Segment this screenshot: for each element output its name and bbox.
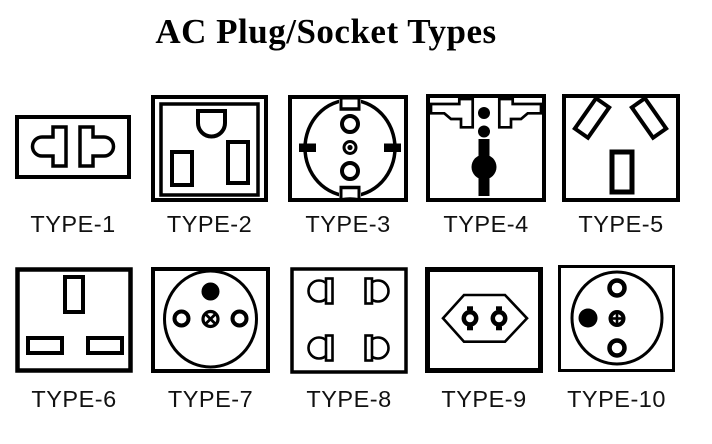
socket-tile-type-8 <box>290 267 408 374</box>
universal-multi-pin-socket-icon <box>426 94 546 202</box>
socket-tile-type-2 <box>151 95 268 202</box>
australian-three-slot-socket-icon <box>562 94 680 202</box>
socket-tile-type-4 <box>426 94 546 202</box>
socket-tile-type-10 <box>558 265 675 372</box>
type-8-label: TYPE-8 <box>306 386 392 412</box>
type-6-label: TYPE-6 <box>31 386 117 412</box>
socket-tile-type-7 <box>151 267 270 373</box>
type-5-label: TYPE-5 <box>578 211 664 237</box>
socket-tile-type-3 <box>288 95 408 202</box>
type-7-label: TYPE-7 <box>167 386 254 412</box>
three-round-pin-socket-icon <box>558 265 675 372</box>
us-three-prong-socket-icon <box>151 95 268 202</box>
socket-tile-type-5 <box>562 94 680 202</box>
socket-tile-type-6 <box>15 267 133 373</box>
type-10-label: TYPE-10 <box>567 386 666 412</box>
type-4-label: TYPE-4 <box>443 211 529 237</box>
type-2-label: TYPE-2 <box>166 211 253 237</box>
type-3-label: TYPE-3 <box>305 211 391 237</box>
type-1-label: TYPE-1 <box>30 211 116 237</box>
four-combo-slot-socket-icon <box>290 267 408 374</box>
page-title: AC Plug/Socket Types <box>155 12 497 51</box>
europlug-socket-icon <box>425 267 543 373</box>
uk-three-rectangular-slot-socket-icon <box>15 267 133 373</box>
socket-tile-type-1 <box>15 115 131 179</box>
type-9-label: TYPE-9 <box>441 386 527 412</box>
schuko-socket-icon <box>288 95 408 202</box>
socket-tile-type-9 <box>425 267 543 373</box>
dual-combo-slot-socket-icon <box>15 115 131 179</box>
french-earth-pin-socket-icon <box>151 267 270 373</box>
